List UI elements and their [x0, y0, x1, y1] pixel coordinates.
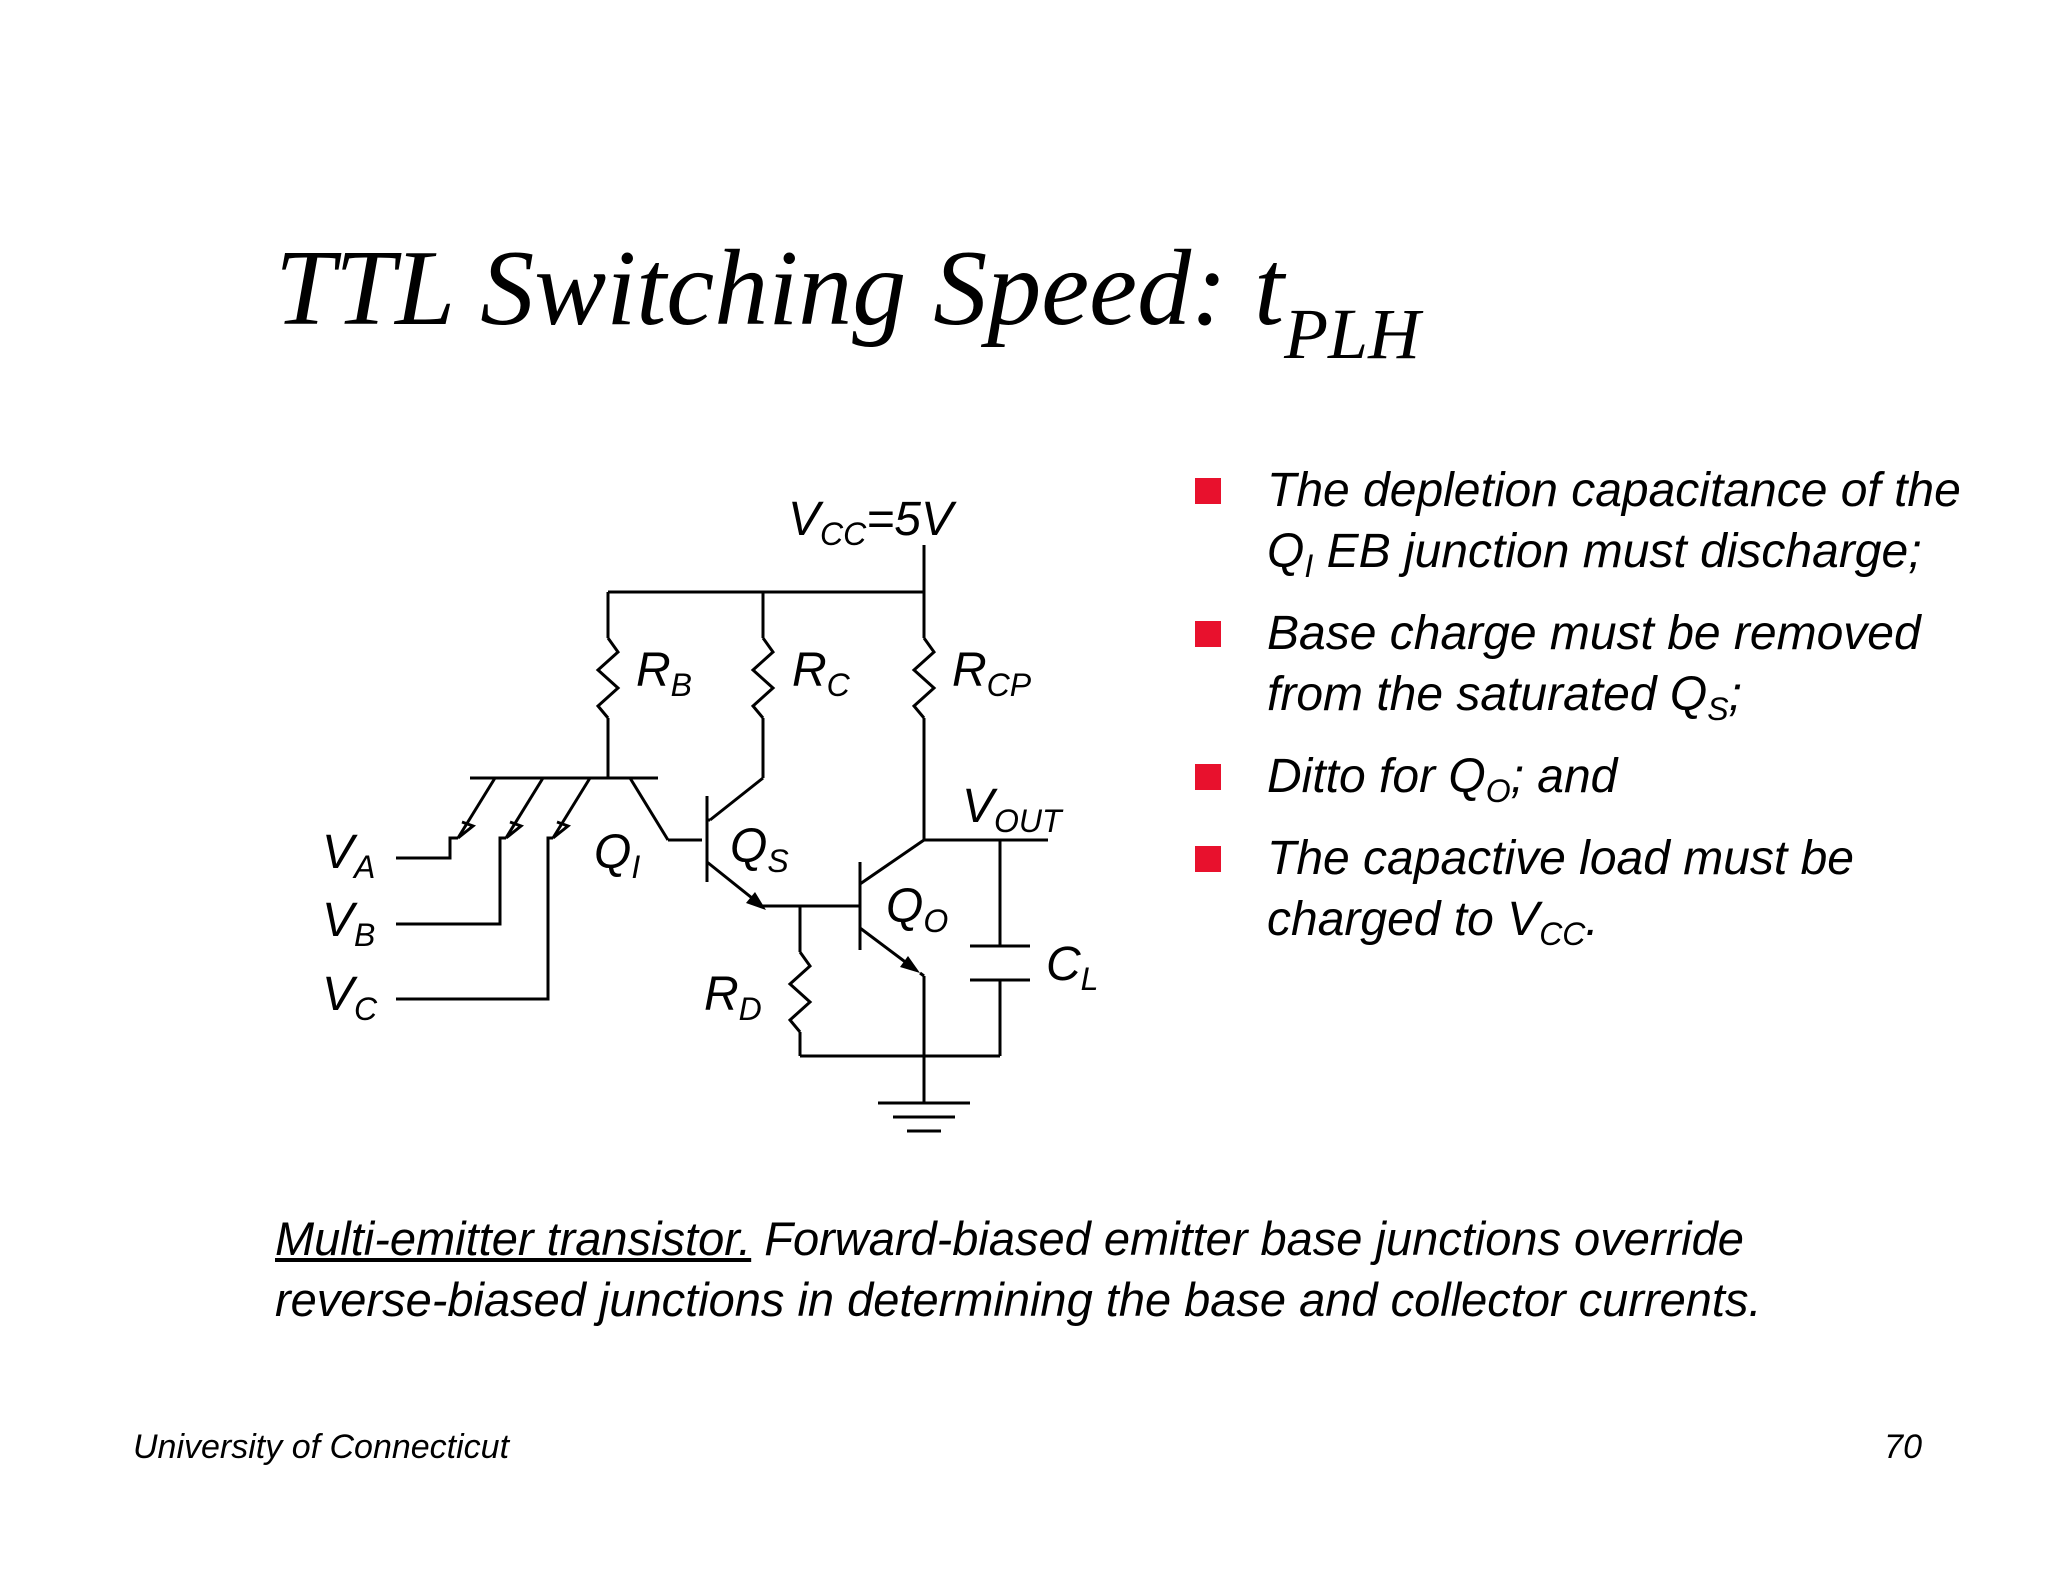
footer-institution: University of Connecticut: [133, 1428, 510, 1466]
page-number: 70: [1884, 1428, 1922, 1466]
bullet-item: The capactive load must be charged to VC…: [1195, 828, 2015, 955]
note-body: Forward-biased emitter base junctions ov…: [275, 1212, 1762, 1326]
resistor-rcp: [911, 592, 937, 840]
transistor-qs: [668, 796, 766, 910]
ttl-circuit-diagram: VCC=5V RB RC RCP VOUT QI QS QO RD CL VA …: [322, 493, 1098, 1133]
vout-label: VOUT: [962, 780, 1064, 839]
vcc-rail: [608, 545, 926, 594]
bullet-list: The depletion capacitance of the QI EB j…: [1195, 460, 2015, 971]
vb-label: VB: [322, 894, 375, 953]
bullet-item: The depletion capacitance of the QI EB j…: [1195, 460, 2015, 587]
rcp-label: RCP: [952, 644, 1032, 703]
vc-label: VC: [322, 968, 378, 1027]
resistor-rb: [595, 592, 621, 778]
title-main: TTL Switching Speed: t: [275, 229, 1285, 348]
rb-label: RB: [636, 644, 692, 703]
input-lines: [396, 836, 553, 1001]
qi-label: QI: [594, 826, 640, 885]
rc-label: RC: [792, 644, 851, 703]
vcc-label: VCC=5V: [788, 493, 957, 552]
bullet-marker: [1195, 764, 1221, 790]
resistor-rc: [709, 592, 776, 822]
multi-emitter-note: Multi-emitter transistor. Forward-biased…: [275, 1208, 1835, 1330]
qo-label: QO: [886, 880, 948, 939]
ground-symbol: [800, 1054, 1000, 1133]
bullet-item: Base charge must be removed from the sat…: [1195, 603, 2015, 730]
bullet-marker: [1195, 846, 1221, 872]
cl-label: CL: [1046, 938, 1098, 997]
title-subscript: PLH: [1284, 294, 1421, 374]
transistor-qo: [858, 838, 926, 1056]
va-label: VA: [322, 826, 375, 885]
qs-label: QS: [730, 820, 789, 879]
bullet-marker: [1195, 621, 1221, 647]
note-heading: Multi-emitter transistor.: [275, 1212, 752, 1265]
transistor-qi: [456, 776, 670, 841]
bullet-item: Ditto for QO; and: [1195, 746, 2015, 812]
capacitor-cl: [924, 838, 1048, 1056]
qs-emitter-node: [762, 904, 860, 1056]
rd-label: RD: [704, 968, 762, 1027]
slide-title: TTL Switching Speed: tPLH: [275, 235, 1420, 371]
bullet-marker: [1195, 478, 1221, 504]
